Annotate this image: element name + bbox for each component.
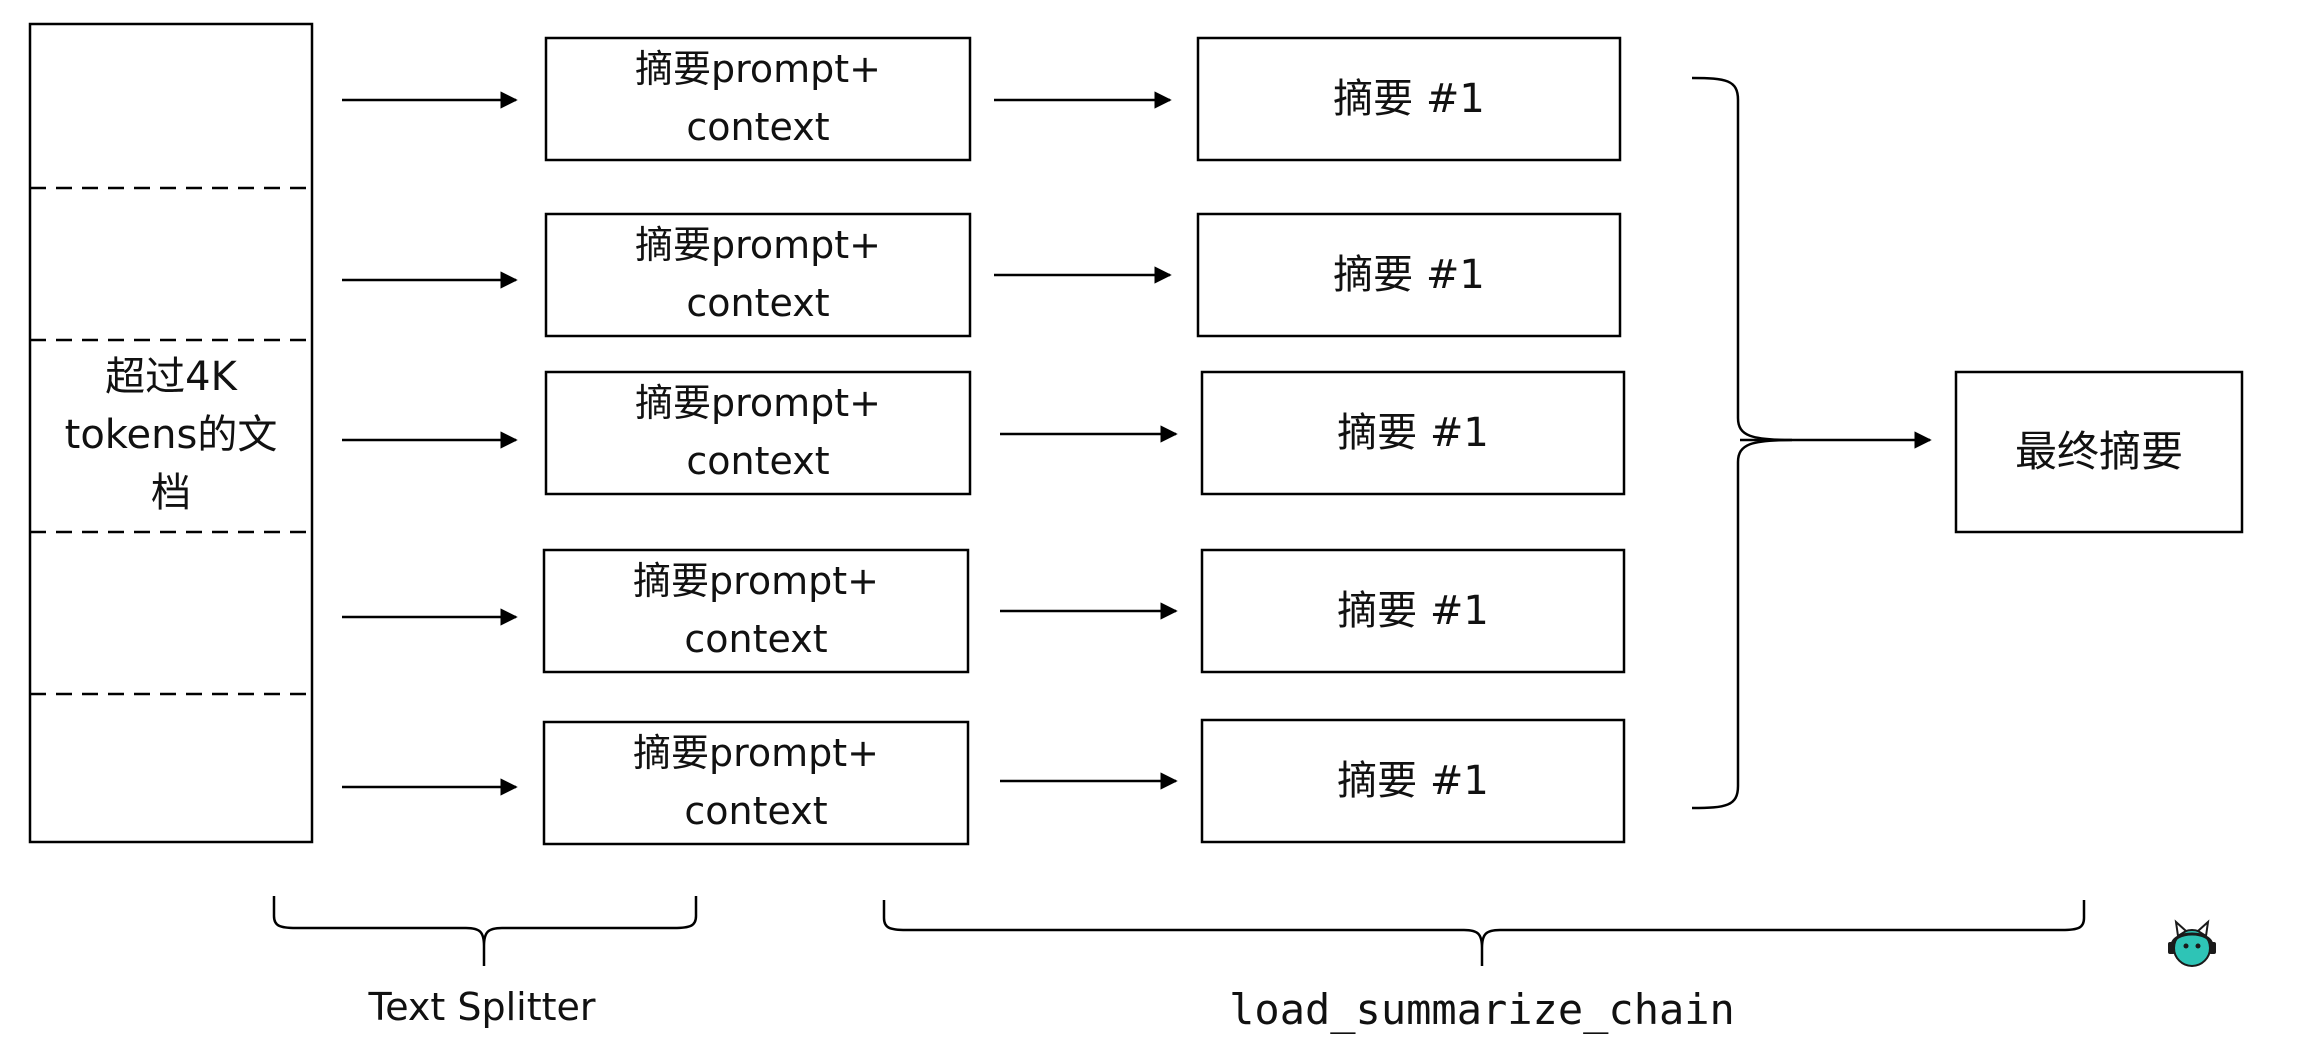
summary-box: 摘要 #1: [1200, 370, 1626, 496]
long-document-block: 超过4K tokens的文 档: [28, 22, 314, 844]
summary-box-label: 摘要 #1: [1333, 252, 1485, 298]
prompt-box-line-2: context: [686, 105, 829, 149]
summary-box-label: 摘要 #1: [1337, 588, 1489, 634]
summary-box-label: 摘要 #1: [1333, 76, 1485, 122]
summary-box-label: 摘要 #1: [1337, 758, 1489, 804]
prompt-box: 摘要prompt+ context: [542, 720, 970, 846]
text-splitter-bracket: Text Splitter: [272, 896, 698, 1029]
summary-box: 摘要 #1: [1200, 548, 1626, 674]
prompt-box: 摘要prompt+ context: [544, 212, 972, 338]
summarize-chain-bracket: load_summarize_chain: [882, 900, 2086, 1034]
document-label-line-3: 档: [151, 470, 191, 516]
document-label-line-2: tokens的文: [65, 412, 278, 458]
chunk-arrows: [342, 91, 518, 796]
summaries-brace: [1691, 76, 1793, 810]
text-splitter-label: Text Splitter: [367, 985, 595, 1029]
prompt-box-line-1: 摘要prompt+: [633, 559, 879, 603]
final-summary-box: 最终摘要: [1954, 370, 2244, 534]
prompt-box-line-2: context: [684, 617, 827, 661]
prompt-box-line-2: context: [686, 439, 829, 483]
prompt-box-line-1: 摘要prompt+: [635, 381, 881, 425]
prompt-box-line-1: 摘要prompt+: [635, 47, 881, 91]
document-label-line-1: 超过4K: [105, 354, 238, 400]
prompt-box-line-2: context: [684, 789, 827, 833]
summary-box: 摘要 #1: [1196, 212, 1622, 338]
document-box: [28, 22, 314, 844]
summary-box-label: 摘要 #1: [1337, 410, 1489, 456]
prompt-box: 摘要prompt+ context: [544, 36, 972, 162]
text-splitter-brace: [272, 896, 698, 966]
summary-arrows: [994, 91, 1178, 790]
cat-headphones-logo-icon: [2168, 919, 2216, 967]
summary-box: 摘要 #1: [1200, 718, 1626, 844]
summarize-chain-label: load_summarize_chain: [1229, 985, 1735, 1034]
prompt-box-line-1: 摘要prompt+: [635, 223, 881, 267]
prompt-box-line-2: context: [686, 281, 829, 325]
prompt-box-line-1: 摘要prompt+: [633, 731, 879, 775]
prompt-box: 摘要prompt+ context: [542, 548, 970, 674]
final-summary-label: 最终摘要: [2015, 427, 2183, 476]
prompt-box: 摘要prompt+ context: [544, 370, 972, 496]
summary-box: 摘要 #1: [1196, 36, 1622, 162]
summarize-chain-brace: [882, 900, 2086, 966]
